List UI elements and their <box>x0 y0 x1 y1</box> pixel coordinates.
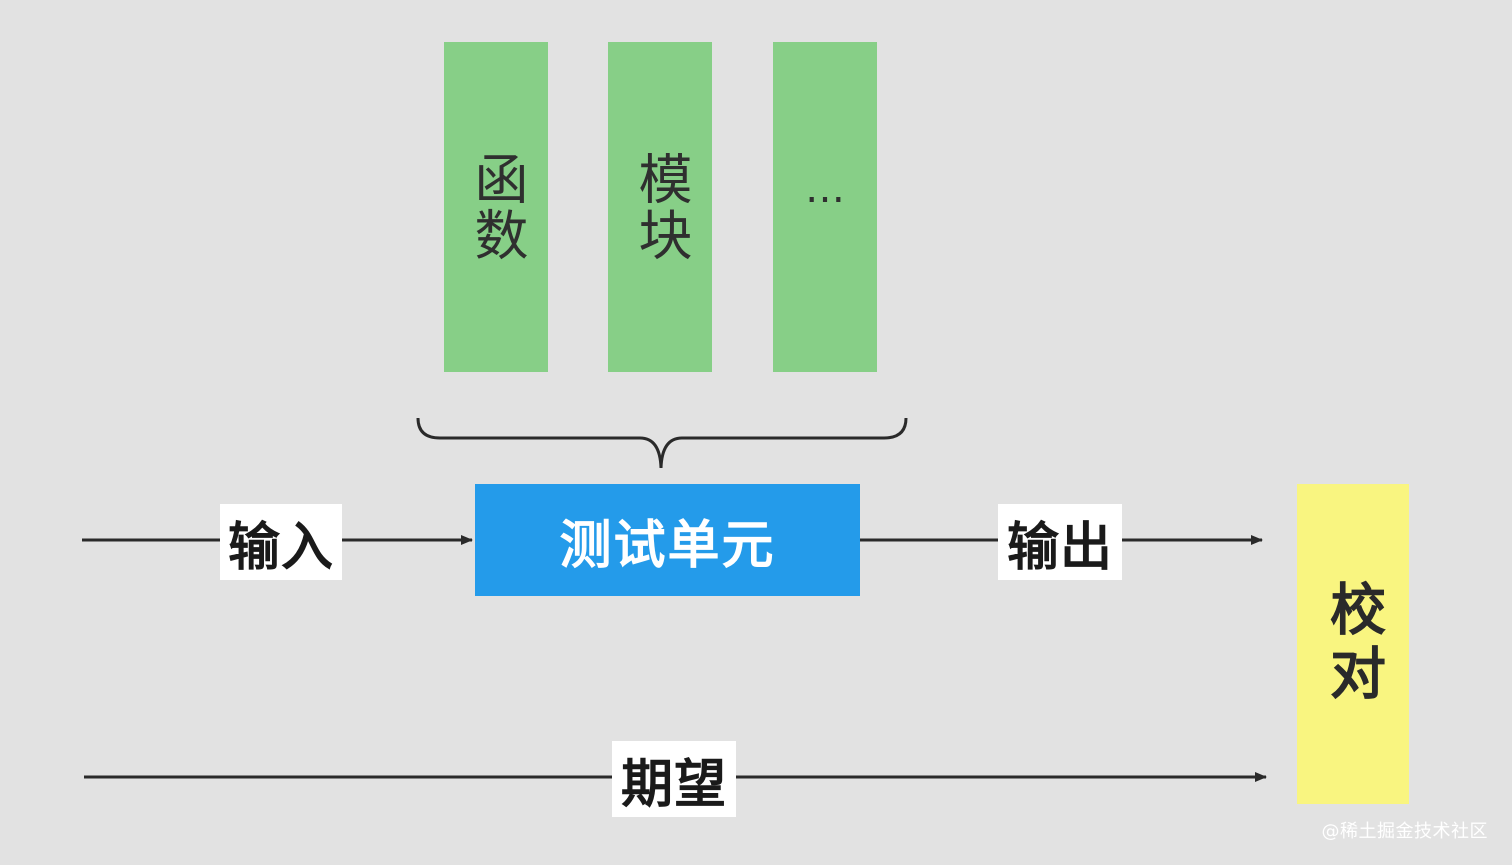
input-label: 输入 <box>220 504 342 580</box>
unit-test-label: 测试单元 <box>559 515 776 576</box>
module-label: 函数 <box>465 151 528 263</box>
module-label: 模块 <box>629 151 692 263</box>
grouping-brace <box>416 417 908 469</box>
module-box-more: … <box>773 42 877 372</box>
check-box: 校对 <box>1297 484 1409 804</box>
module-box-function: 函数 <box>444 42 548 372</box>
output-label: 输出 <box>998 504 1122 580</box>
check-label: 校对 <box>1320 580 1386 708</box>
watermark: @稀土掘金技术社区 <box>1321 821 1488 842</box>
expect-label: 期望 <box>612 741 736 817</box>
module-box-module: 模块 <box>608 42 712 372</box>
unit-test-box: 测试单元 <box>475 484 860 596</box>
module-label: … <box>805 166 845 212</box>
